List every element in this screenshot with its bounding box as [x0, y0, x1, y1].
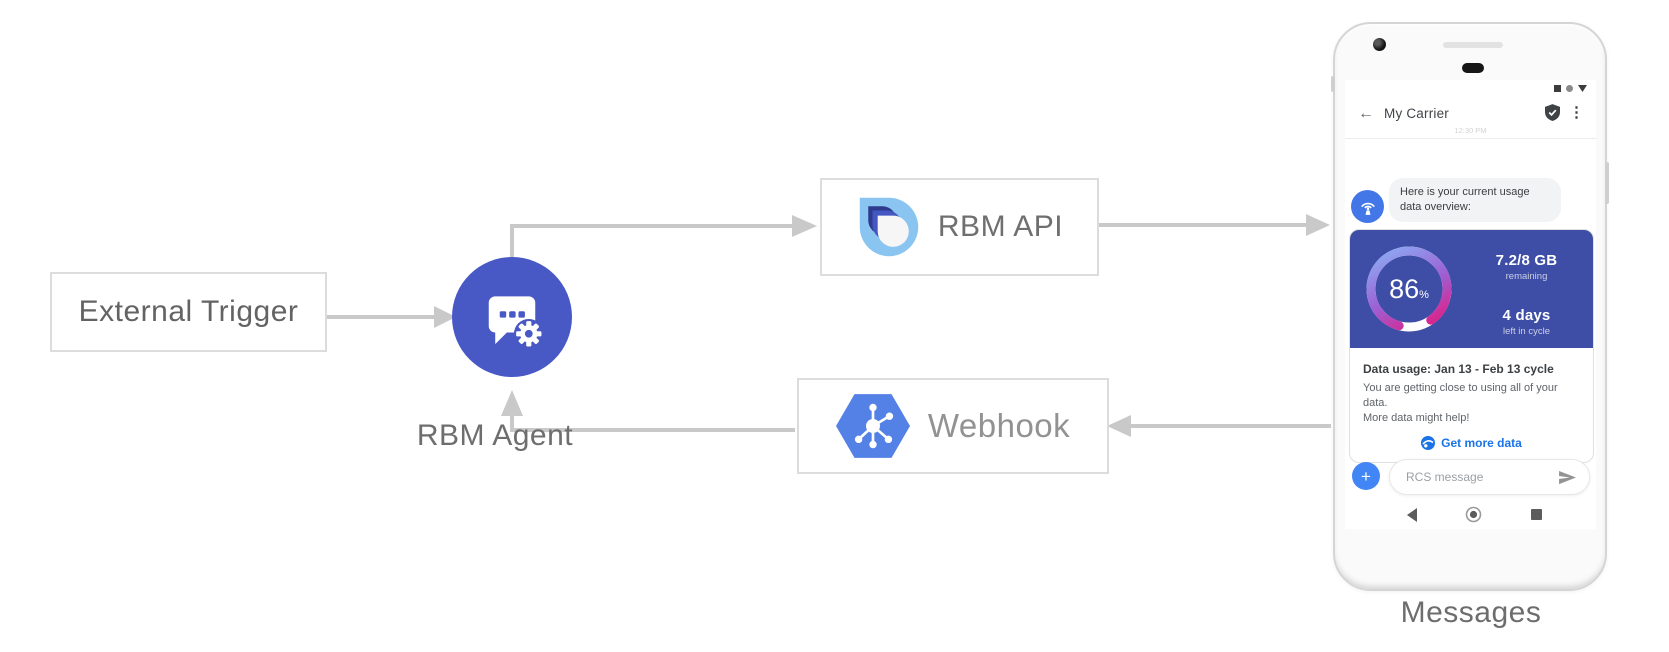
status-square-icon [1554, 85, 1561, 92]
usage-body-line1: You are getting close to using all of yo… [1363, 382, 1558, 409]
usage-details-panel: Data usage: Jan 13 - Feb 13 cycle You ar… [1350, 348, 1593, 462]
back-arrow-icon[interactable]: ← [1358, 105, 1374, 122]
arrow-api-to-phone [1097, 214, 1330, 236]
nav-home-icon[interactable] [1465, 506, 1482, 523]
message-composer [1389, 459, 1590, 495]
overflow-menu-icon[interactable]: ⋮ [1569, 104, 1584, 121]
cycle-days-value: 4 days [1502, 307, 1551, 324]
agent-message-bubble: Here is your current usage data overview… [1389, 178, 1561, 222]
usage-stats: 7.2/8 GB remaining 4 days left in cycle [1464, 230, 1589, 348]
header-divider [1345, 138, 1596, 139]
status-dot-icon [1566, 85, 1573, 92]
phone-screen: ← My Carrier ⋮ 12:30 PM [1345, 80, 1596, 529]
usage-card-title: Data usage: Jan 13 - Feb 13 cycle [1363, 362, 1554, 376]
phone-left-button [1331, 76, 1335, 92]
webhook-label: Webhook [927, 407, 1071, 444]
usage-body-line2: More data might help! [1363, 412, 1470, 424]
arrow-webhook-to-agent [501, 390, 795, 432]
plus-icon: + [1361, 466, 1371, 486]
bubble-line2: data overview: [1400, 201, 1471, 213]
external-trigger-node: External Trigger [50, 272, 327, 352]
get-more-data-label: Get more data [1441, 436, 1522, 450]
webhook-node: Webhook [797, 378, 1109, 474]
front-camera-icon [1373, 38, 1386, 51]
earpiece-speaker [1443, 42, 1503, 48]
status-triangle-icon [1578, 85, 1587, 92]
data-usage-card: 86 % 7.2/8 GB remaining 4 days left in c… [1349, 229, 1594, 463]
verified-shield-icon [1545, 104, 1560, 121]
remaining-value: 7.2/8 GB [1495, 252, 1558, 269]
conversation-title: My Carrier [1384, 106, 1449, 121]
carrier-avatar [1351, 190, 1384, 223]
get-more-data-button[interactable]: Get more data [1363, 436, 1580, 450]
remaining-label: remaining [1505, 271, 1548, 282]
arrow-phone-to-webhook [1107, 415, 1331, 437]
attach-plus-button[interactable]: + [1352, 462, 1380, 490]
nav-back-icon[interactable] [1407, 508, 1417, 522]
message-timestamp: 12:30 PM [1454, 126, 1487, 135]
rcs-message-input[interactable] [1390, 460, 1589, 494]
rbm-api-label: RBM API [937, 210, 1064, 243]
usage-gauge-panel: 86 % 7.2/8 GB remaining 4 days left in c… [1350, 230, 1593, 348]
rbm-api-node: RBM API [820, 178, 1099, 276]
status-bar [1554, 85, 1587, 92]
bubble-line1: Here is your current usage [1400, 186, 1530, 198]
phone-power-button [1605, 162, 1609, 204]
gauge-percent-symbol: % [1419, 289, 1429, 301]
speaker-pill [1462, 63, 1484, 73]
usage-gauge: 86 % [1361, 241, 1457, 337]
conversation-header: ← My Carrier ⋮ [1345, 102, 1596, 128]
antenna-icon [1358, 197, 1378, 217]
phone-mockup: ← My Carrier ⋮ 12:30 PM [1331, 22, 1609, 591]
usage-card-body: You are getting close to using all of yo… [1363, 381, 1580, 426]
gauge-percent: 86 % [1361, 241, 1457, 337]
phone-caption: Messages [1400, 596, 1542, 629]
gauge-percent-value: 86 [1389, 273, 1420, 304]
rbm-agent-label: RBM Agent [416, 419, 574, 452]
external-trigger-label: External Trigger [78, 295, 299, 328]
webhook-hexagon-icon [835, 393, 910, 459]
cycle-days-label: left in cycle [1503, 326, 1550, 337]
rbm-api-logo-icon [856, 194, 922, 260]
chat-gear-icon [481, 286, 543, 348]
send-icon[interactable] [1558, 470, 1577, 485]
globe-icon [1421, 436, 1436, 450]
nav-recents-icon[interactable] [1531, 509, 1542, 520]
arrow-external-to-agent [323, 306, 456, 328]
android-navbar [1345, 504, 1596, 526]
rbm-agent-node [452, 257, 572, 377]
